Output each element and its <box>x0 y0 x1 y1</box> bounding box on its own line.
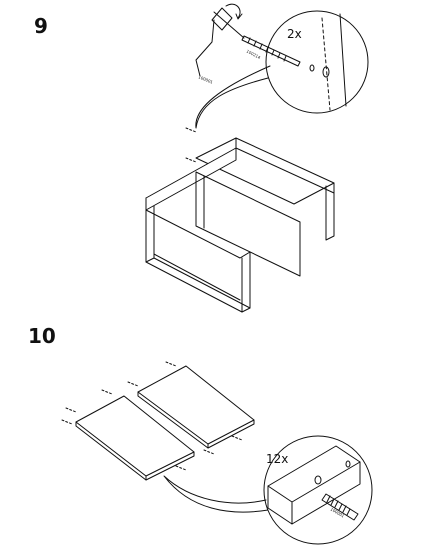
dowel-icon <box>321 493 359 521</box>
step-9-detail: 2x 100214 100001 <box>195 3 369 129</box>
step-9-part-code-b: 100001 <box>198 74 214 85</box>
rotation-arrow-icon <box>225 3 243 20</box>
step-10-number: 10 <box>28 324 56 348</box>
step-10-quantity: 12x <box>266 452 288 466</box>
detail-zoom-circle <box>265 10 369 114</box>
step-10-part-code: 100001 <box>330 507 346 519</box>
screw-icon <box>241 35 301 67</box>
step-10-panels <box>75 365 255 481</box>
step-10-detail: 12x 100001 <box>163 435 373 545</box>
panel-edge-2 <box>339 13 347 107</box>
panel-edge <box>321 17 331 111</box>
step-10-dowel-indicators <box>61 361 243 471</box>
step-9-part-code-a: 100214 <box>246 48 262 60</box>
board-hole-2 <box>345 460 351 468</box>
detail-connector-2 <box>163 475 269 513</box>
cabinet-frame <box>145 137 335 313</box>
board-hole <box>314 475 322 485</box>
screwdriver-icon <box>195 7 245 77</box>
detail-connector <box>195 65 271 129</box>
step-9-number: 9 <box>34 14 48 38</box>
panel-hole <box>322 66 330 78</box>
hole-marker <box>309 64 315 72</box>
step-9-screw-indicators <box>185 127 197 163</box>
detail-zoom-circle-2 <box>263 435 373 545</box>
step-9-quantity: 2x <box>287 27 302 41</box>
